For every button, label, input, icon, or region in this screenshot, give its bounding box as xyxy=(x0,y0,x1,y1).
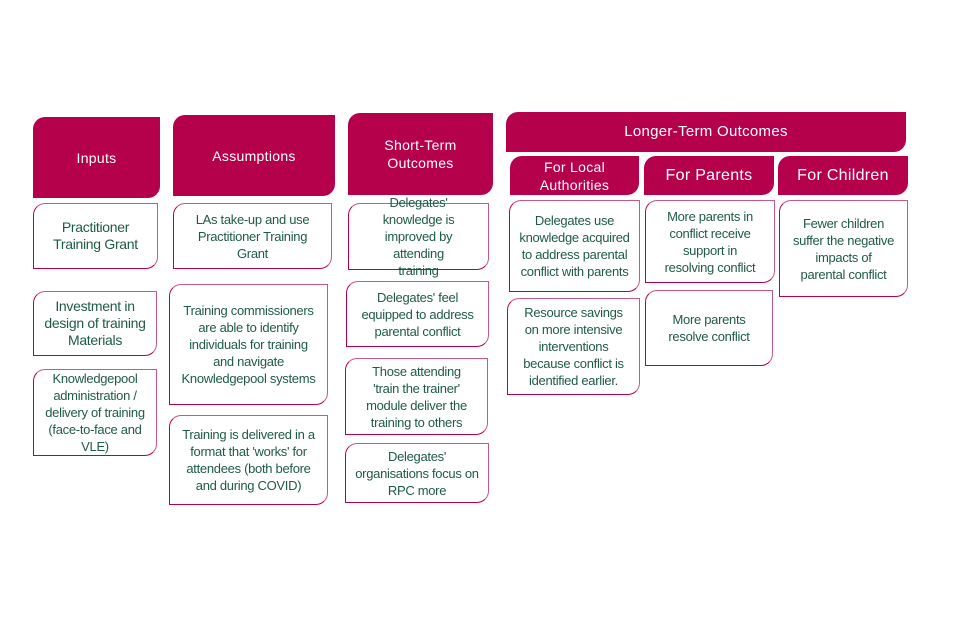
header-for-local-authorities: For Local Authorities xyxy=(510,156,639,195)
local-authority-outcome-box: Resource savings on more intensive inter… xyxy=(507,298,640,395)
child-outcome-text: Fewer children suffer the negative impac… xyxy=(792,215,895,282)
assumption-text: LAs take-up and use Practitioner Trainin… xyxy=(195,211,310,261)
assumption-box: LAs take-up and use Practitioner Trainin… xyxy=(173,203,332,269)
header-assumptions-label: Assumptions xyxy=(212,147,296,164)
local-authority-outcome-box: Delegates use knowledge acquired to addr… xyxy=(509,200,640,292)
header-longer-term-outcomes: Longer-Term Outcomes xyxy=(506,112,906,152)
parent-outcome-box: More parents resolve conflict xyxy=(645,290,773,366)
header-assumptions: Assumptions xyxy=(173,115,335,196)
input-text: Knowledgepool administration / delivery … xyxy=(45,371,145,454)
local-authority-outcome-text: Delegates use knowledge acquired to addr… xyxy=(519,213,630,279)
header-short-term-outcomes: Short-Term Outcomes xyxy=(348,113,493,195)
short-term-outcome-text: Those attending 'train the trainer' modu… xyxy=(366,363,467,430)
parent-outcome-text: More parents in conflict receive support… xyxy=(664,208,756,275)
header-inputs-label: Inputs xyxy=(76,149,117,166)
input-text: Practitioner Training Grant xyxy=(53,219,138,252)
short-term-outcome-box: Delegates' organisations focus on RPC mo… xyxy=(345,443,489,503)
input-box: Investment in design of training Materia… xyxy=(33,291,157,356)
header-inputs: Inputs xyxy=(33,117,160,198)
input-text: Investment in design of training Materia… xyxy=(44,298,146,348)
short-term-outcome-box: Those attending 'train the trainer' modu… xyxy=(345,358,488,435)
assumption-text: Training commissioners are able to ident… xyxy=(181,303,316,386)
parent-outcome-text: More parents resolve conflict xyxy=(668,312,750,344)
parent-outcome-box: More parents in conflict receive support… xyxy=(645,200,775,283)
short-term-outcome-box: Delegates' feel equipped to address pare… xyxy=(346,281,489,347)
input-box: Knowledgepool administration / delivery … xyxy=(33,369,157,456)
short-term-outcome-text: Delegates' feel equipped to address pare… xyxy=(361,289,474,339)
header-short-term-label: Short-Term Outcomes xyxy=(384,137,457,171)
header-parents-label: For Parents xyxy=(665,166,753,184)
header-children-label: For Children xyxy=(797,166,889,184)
short-term-outcome-box: Delegates' knowledge is improved by atte… xyxy=(348,195,489,278)
local-authority-outcome-text: Resource savings on more intensive inter… xyxy=(523,305,624,388)
child-outcome-box: Fewer children suffer the negative impac… xyxy=(779,200,908,297)
header-longer-term-label: Longer-Term Outcomes xyxy=(624,123,788,140)
header-local-authorities-label: For Local Authorities xyxy=(539,158,610,193)
header-for-parents: For Parents xyxy=(644,156,774,195)
assumption-box: Training commissioners are able to ident… xyxy=(169,284,328,405)
assumption-text: Training is delivered in a format that '… xyxy=(182,427,315,493)
input-box: Practitioner Training Grant xyxy=(33,203,158,269)
assumption-box: Training is delivered in a format that '… xyxy=(169,415,328,505)
short-term-outcome-text: Delegates' knowledge is improved by atte… xyxy=(382,195,455,278)
short-term-outcome-text: Delegates' organisations focus on RPC mo… xyxy=(355,448,479,498)
header-for-children: For Children xyxy=(778,156,908,195)
